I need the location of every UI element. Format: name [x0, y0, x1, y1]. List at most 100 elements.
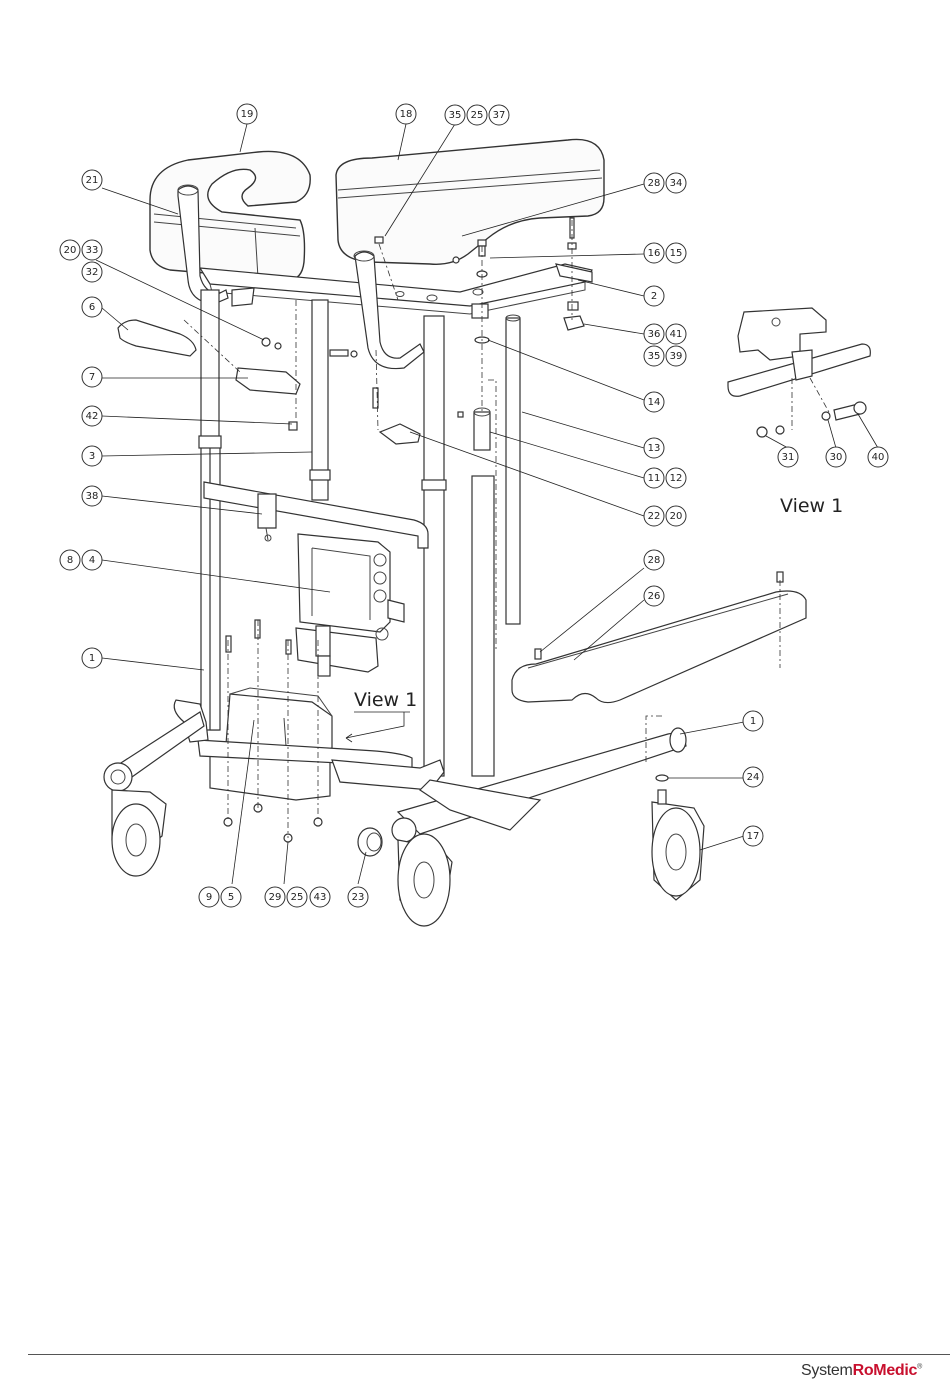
callout-40: 40 — [868, 447, 888, 467]
brand-mark: ® — [917, 1364, 922, 1371]
detail-view-1: View 1 — [728, 308, 870, 517]
callout-number: 38 — [86, 491, 99, 502]
brand-logo: SystemRoMedic® — [801, 1362, 922, 1380]
callout-number: 1 — [750, 716, 756, 727]
callout-number: 20 — [670, 511, 683, 522]
callout-5: 5 — [221, 887, 241, 907]
callout-number: 41 — [670, 329, 683, 340]
callout-23: 23 — [348, 887, 368, 907]
callout-number: 35 — [449, 110, 462, 121]
callout-28: 28 — [644, 550, 664, 570]
left-arm-pad — [150, 151, 310, 280]
callout-number: 8 — [67, 555, 73, 566]
callout-13: 13 — [644, 438, 664, 458]
callout-7: 7 — [82, 367, 102, 387]
callout-number: 2 — [651, 291, 657, 302]
callout-18: 18 — [396, 104, 416, 124]
actuator — [296, 626, 378, 676]
callout-number: 17 — [747, 831, 760, 842]
callout-number: 40 — [872, 452, 885, 463]
callout-number: 15 — [670, 248, 683, 259]
main-view-label-group: View 1 — [346, 689, 417, 742]
callout-29: 29 — [265, 887, 285, 907]
callout-number: 21 — [86, 175, 99, 186]
callout-number: 25 — [471, 110, 484, 121]
callout-15: 15 — [666, 243, 686, 263]
callout-number: 32 — [86, 267, 99, 278]
callout-12: 12 — [666, 468, 686, 488]
callout-1: 1 — [743, 711, 763, 731]
callout-number: 35 — [648, 351, 661, 362]
callout-24: 24 — [743, 767, 763, 787]
callout-number: 19 — [241, 109, 254, 120]
callout-number: 39 — [670, 351, 683, 362]
callout-3: 3 — [82, 446, 102, 466]
control-box — [298, 534, 404, 640]
callout-number: 24 — [747, 772, 760, 783]
callout-11: 11 — [644, 468, 664, 488]
callout-31: 31 — [778, 447, 798, 467]
callout-35: 35 — [445, 105, 465, 125]
callout-number: 28 — [648, 555, 661, 566]
detail-view-label: View 1 — [780, 495, 843, 517]
callout-number: 43 — [314, 892, 327, 903]
callout-number: 5 — [228, 892, 234, 903]
callout-16: 16 — [644, 243, 664, 263]
front-leg-cover — [512, 591, 806, 703]
callout-38: 38 — [82, 486, 102, 506]
callout-number: 16 — [648, 248, 661, 259]
lower-frame — [110, 700, 686, 834]
main-view-label: View 1 — [354, 689, 417, 711]
callout-number: 3 — [89, 451, 95, 462]
callout-39: 39 — [666, 346, 686, 366]
callout-number: 29 — [269, 892, 282, 903]
callout-41: 41 — [666, 324, 686, 344]
callout-8: 8 — [60, 550, 80, 570]
callout-32: 32 — [82, 262, 102, 282]
callout-22: 22 — [644, 506, 664, 526]
right-arm-pad — [336, 139, 604, 264]
callout-number: 23 — [352, 892, 365, 903]
callout-42: 42 — [82, 406, 102, 426]
callout-35: 35 — [644, 346, 664, 366]
callout-21: 21 — [82, 170, 102, 190]
end-cap — [358, 828, 382, 856]
callout-number: 42 — [86, 411, 99, 422]
callout-36: 36 — [644, 324, 664, 344]
callout-20: 20 — [666, 506, 686, 526]
callout-number: 14 — [648, 397, 661, 408]
callout-43: 43 — [310, 887, 330, 907]
brand-part-1: System — [801, 1362, 853, 1379]
callout-number: 9 — [206, 892, 212, 903]
right-hand-grip — [354, 251, 424, 369]
caster-front-left — [392, 818, 452, 926]
callout-25: 25 — [287, 887, 307, 907]
callout-number: 11 — [648, 473, 661, 484]
footer-divider — [28, 1354, 950, 1355]
caster-left — [104, 763, 166, 876]
callout-number: 25 — [291, 892, 304, 903]
callout-number: 26 — [648, 591, 661, 602]
callout-number: 12 — [670, 473, 683, 484]
callout-number: 37 — [493, 110, 506, 121]
callout-28: 28 — [644, 173, 664, 193]
callout-number: 30 — [830, 452, 843, 463]
callout-number: 1 — [89, 653, 95, 664]
callout-34: 34 — [666, 173, 686, 193]
callout-number: 7 — [89, 372, 95, 383]
callout-4: 4 — [82, 550, 102, 570]
callout-number: 34 — [670, 178, 683, 189]
callout-19: 19 — [237, 104, 257, 124]
callout-26: 26 — [644, 586, 664, 606]
callout-number: 13 — [648, 443, 661, 454]
callout-number: 36 — [648, 329, 661, 340]
callout-number: 4 — [89, 555, 95, 566]
callout-33: 33 — [82, 240, 102, 260]
callout-number: 6 — [89, 302, 95, 313]
callout-number: 20 — [64, 245, 77, 256]
callout-17: 17 — [743, 826, 763, 846]
callout-9: 9 — [199, 887, 219, 907]
callout-number: 22 — [648, 511, 661, 522]
callout-6: 6 — [82, 297, 102, 317]
